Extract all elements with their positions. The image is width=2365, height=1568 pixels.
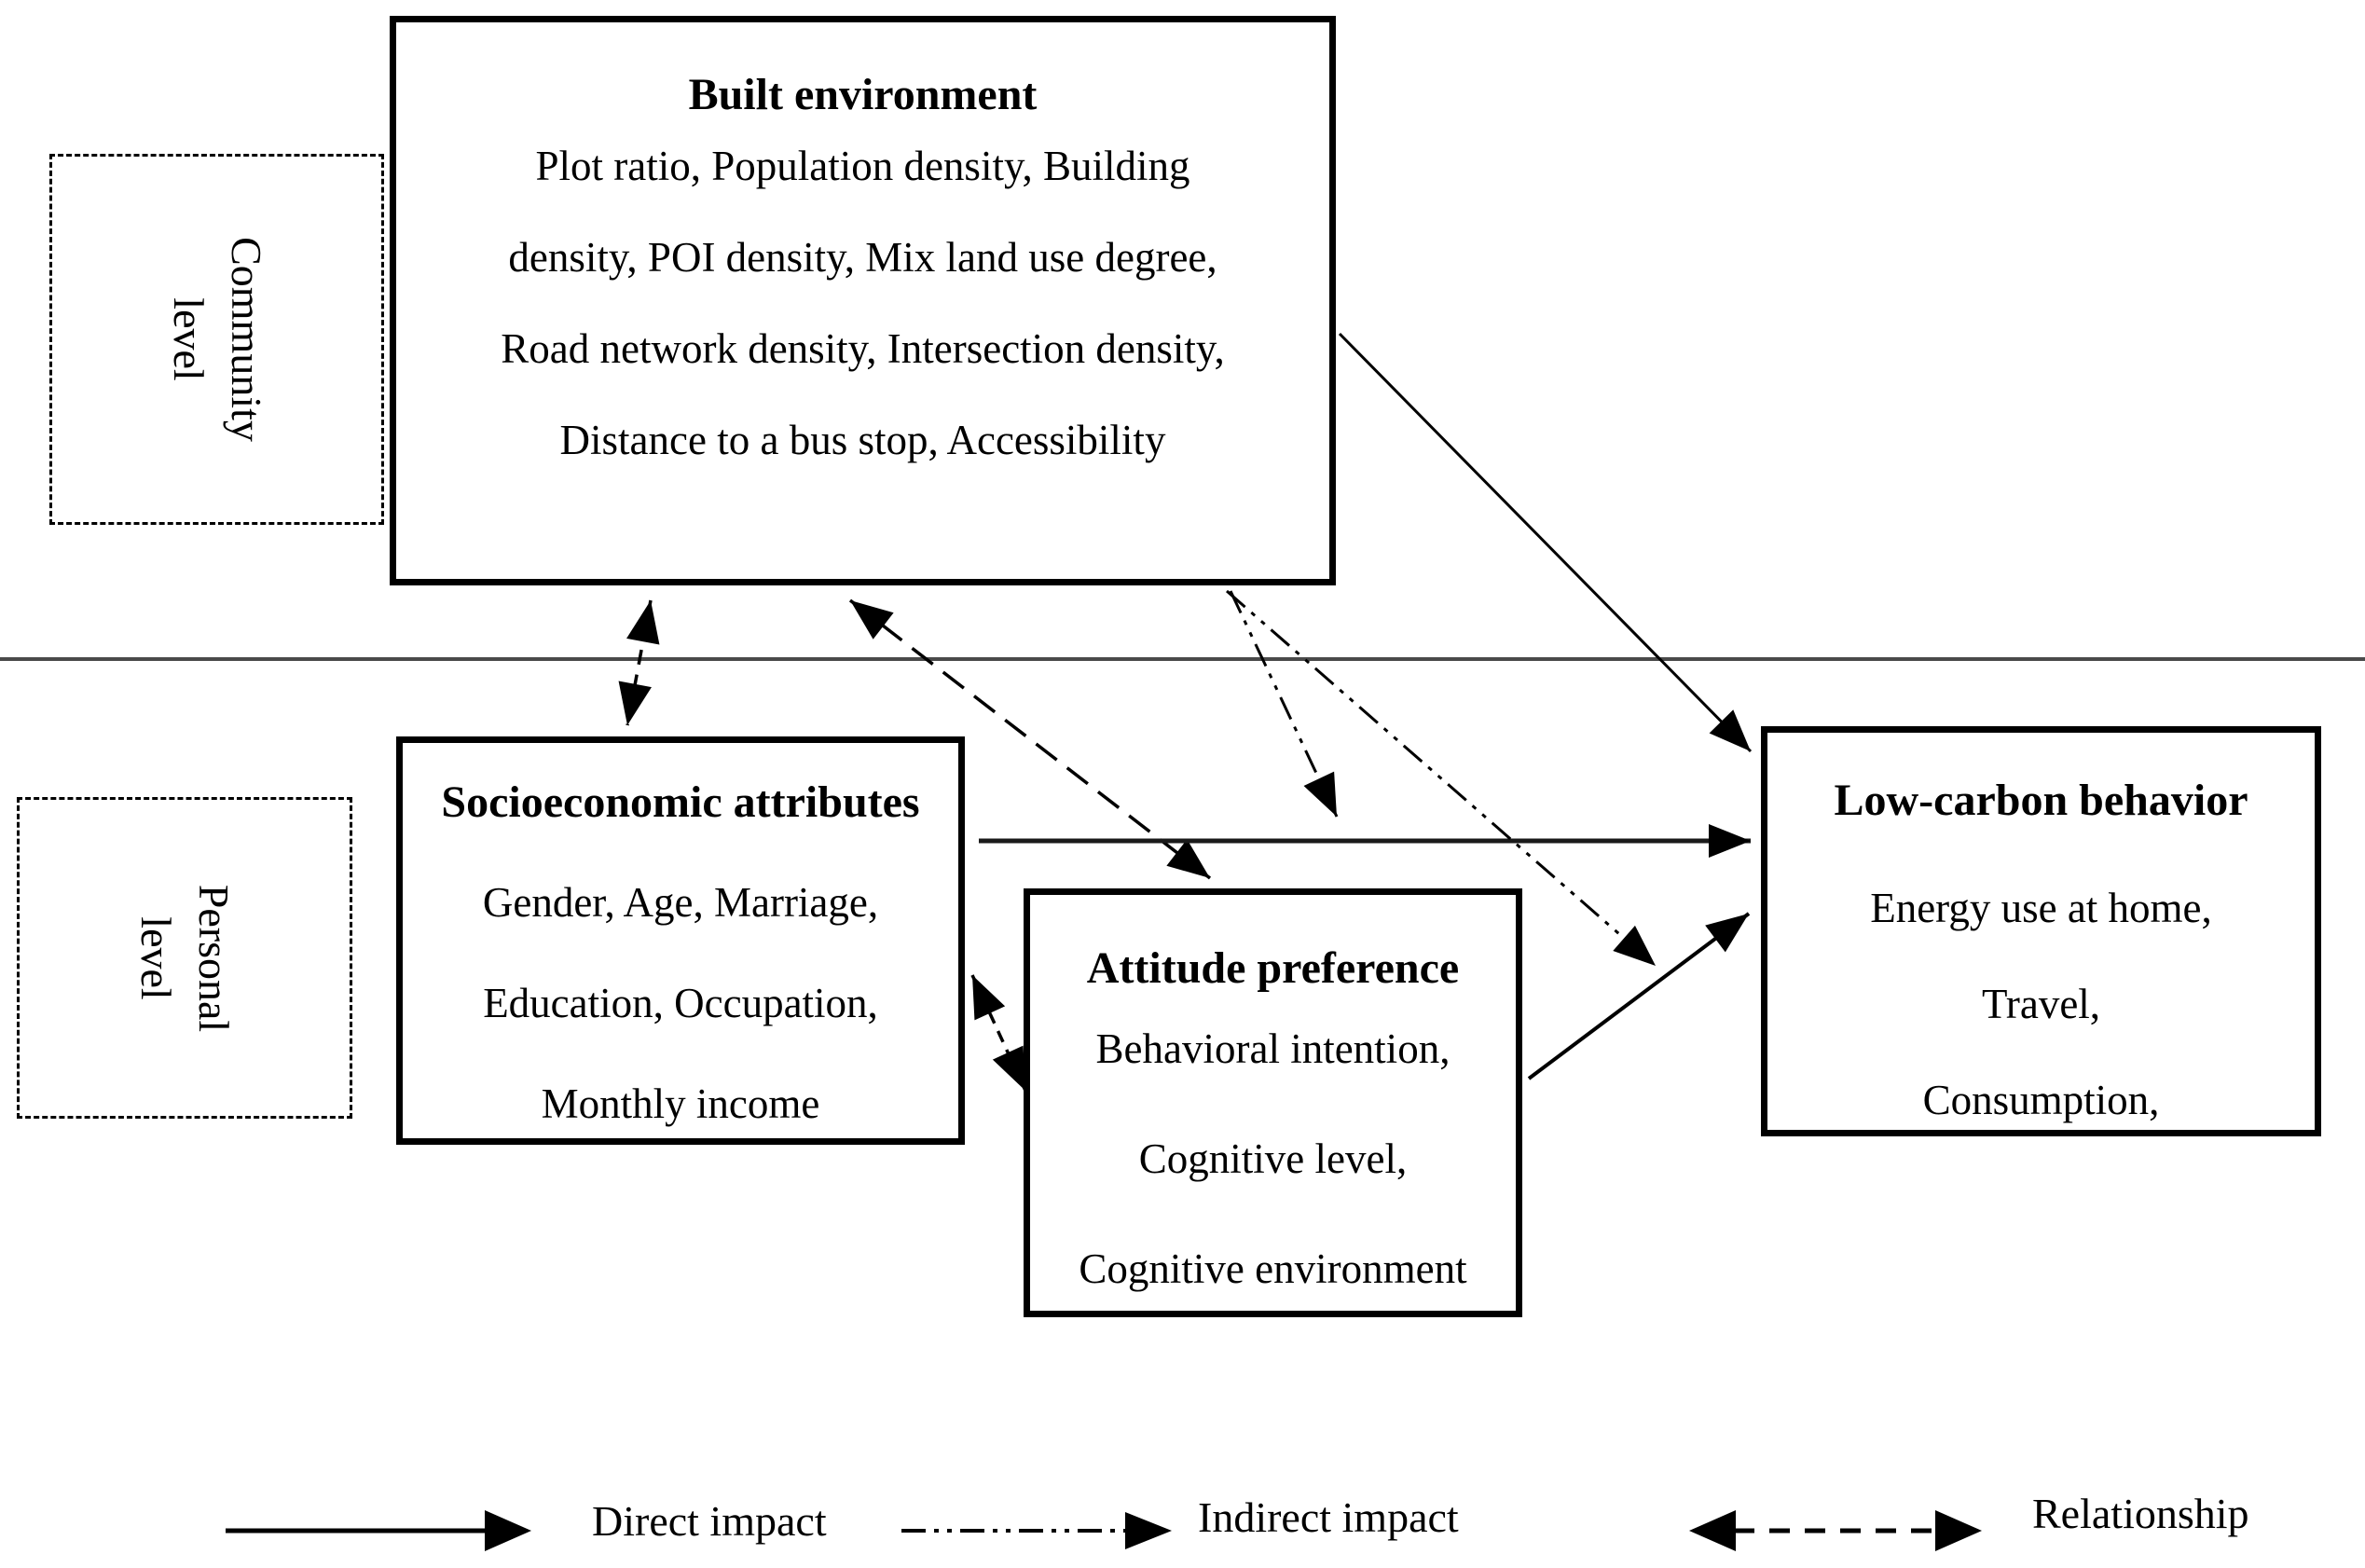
legend-relationship-arrow-icon bbox=[1689, 1510, 1982, 1551]
built-environment-line: density, POI density, Mix land use degre… bbox=[508, 234, 1217, 281]
edge-indirect-builtenv-via-attitude-path bbox=[1226, 589, 1657, 968]
built-environment-line: Distance to a bus stop, Accessibility bbox=[559, 417, 1166, 463]
attitude-preference-box: Attitude preference Behavioral intention… bbox=[1024, 888, 1522, 1317]
attitude-line: Behavioral intention, bbox=[1095, 1025, 1451, 1072]
legend-indirect-label: Indirect impact bbox=[1198, 1493, 1459, 1541]
edge-relationship-socioeconomic-attitude bbox=[970, 974, 1027, 1092]
edge-direct-attitude-lowcarbon bbox=[1527, 912, 1751, 1080]
attitude-line: Cognitive level, bbox=[1138, 1135, 1408, 1182]
socioeconomic-line: Monthly income bbox=[541, 1080, 820, 1127]
attitude-line: Cognitive environment bbox=[1079, 1245, 1467, 1292]
built-environment-line: Road network density, Intersection densi… bbox=[501, 325, 1225, 372]
low-carbon-line: Energy use at home, bbox=[1870, 885, 2212, 931]
attitude-preference-title: Attitude preference bbox=[1086, 943, 1460, 993]
low-carbon-line: Travel, bbox=[1981, 981, 2101, 1027]
legend-direct-label: Direct impact bbox=[592, 1497, 827, 1545]
edge-indirect-builtenv-via-socio-path bbox=[1229, 590, 1339, 818]
built-environment-box: Built environment Plot ratio, Population… bbox=[390, 16, 1336, 585]
built-environment-line: Plot ratio, Population density, Building bbox=[535, 143, 1190, 189]
legend-indirect-arrow-icon bbox=[901, 1512, 1172, 1549]
socioeconomic-line: Gender, Age, Marriage, bbox=[482, 879, 879, 926]
low-carbon-behavior-box: Low-carbon behavior Energy use at home, … bbox=[1761, 726, 2321, 1136]
personal-level-frame: Personal level bbox=[17, 797, 352, 1119]
low-carbon-line: Consumption, bbox=[1922, 1077, 2160, 1123]
socioeconomic-attributes-box: Socioeconomic attributes Gender, Age, Ma… bbox=[396, 736, 965, 1145]
edge-direct-builtenv-lowcarbon bbox=[1338, 332, 1753, 753]
legend-direct-arrow-icon bbox=[226, 1510, 531, 1551]
legend-relationship-label: Relationship bbox=[2032, 1490, 2249, 1537]
socioeconomic-line: Education, Occupation, bbox=[483, 980, 878, 1026]
socioeconomic-attributes-title: Socioeconomic attributes bbox=[441, 777, 920, 827]
community-level-frame: Community level bbox=[49, 154, 384, 525]
low-carbon-behavior-title: Low-carbon behavior bbox=[1834, 776, 2248, 825]
built-environment-title: Built environment bbox=[688, 70, 1038, 119]
edge-relationship-builtenv-socioeconomic bbox=[618, 599, 660, 726]
